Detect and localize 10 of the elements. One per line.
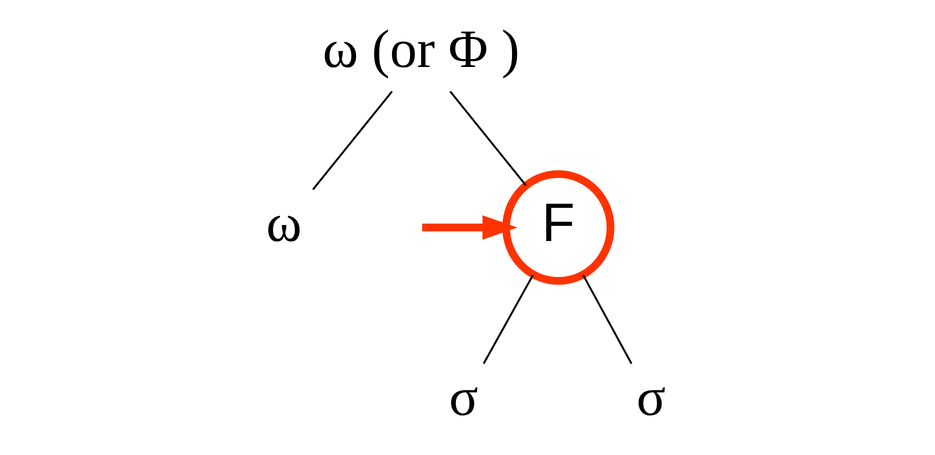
node-circle: F	[502, 170, 614, 285]
node-text: σ	[449, 366, 478, 427]
connector	[582, 274, 632, 364]
node-text: ω	[266, 192, 302, 253]
connector	[482, 274, 534, 364]
connector	[312, 90, 393, 190]
node-text: σ	[636, 366, 666, 427]
node-text: ω (or Φ )	[322, 18, 520, 79]
connector	[449, 90, 527, 186]
arrow	[422, 215, 518, 240]
